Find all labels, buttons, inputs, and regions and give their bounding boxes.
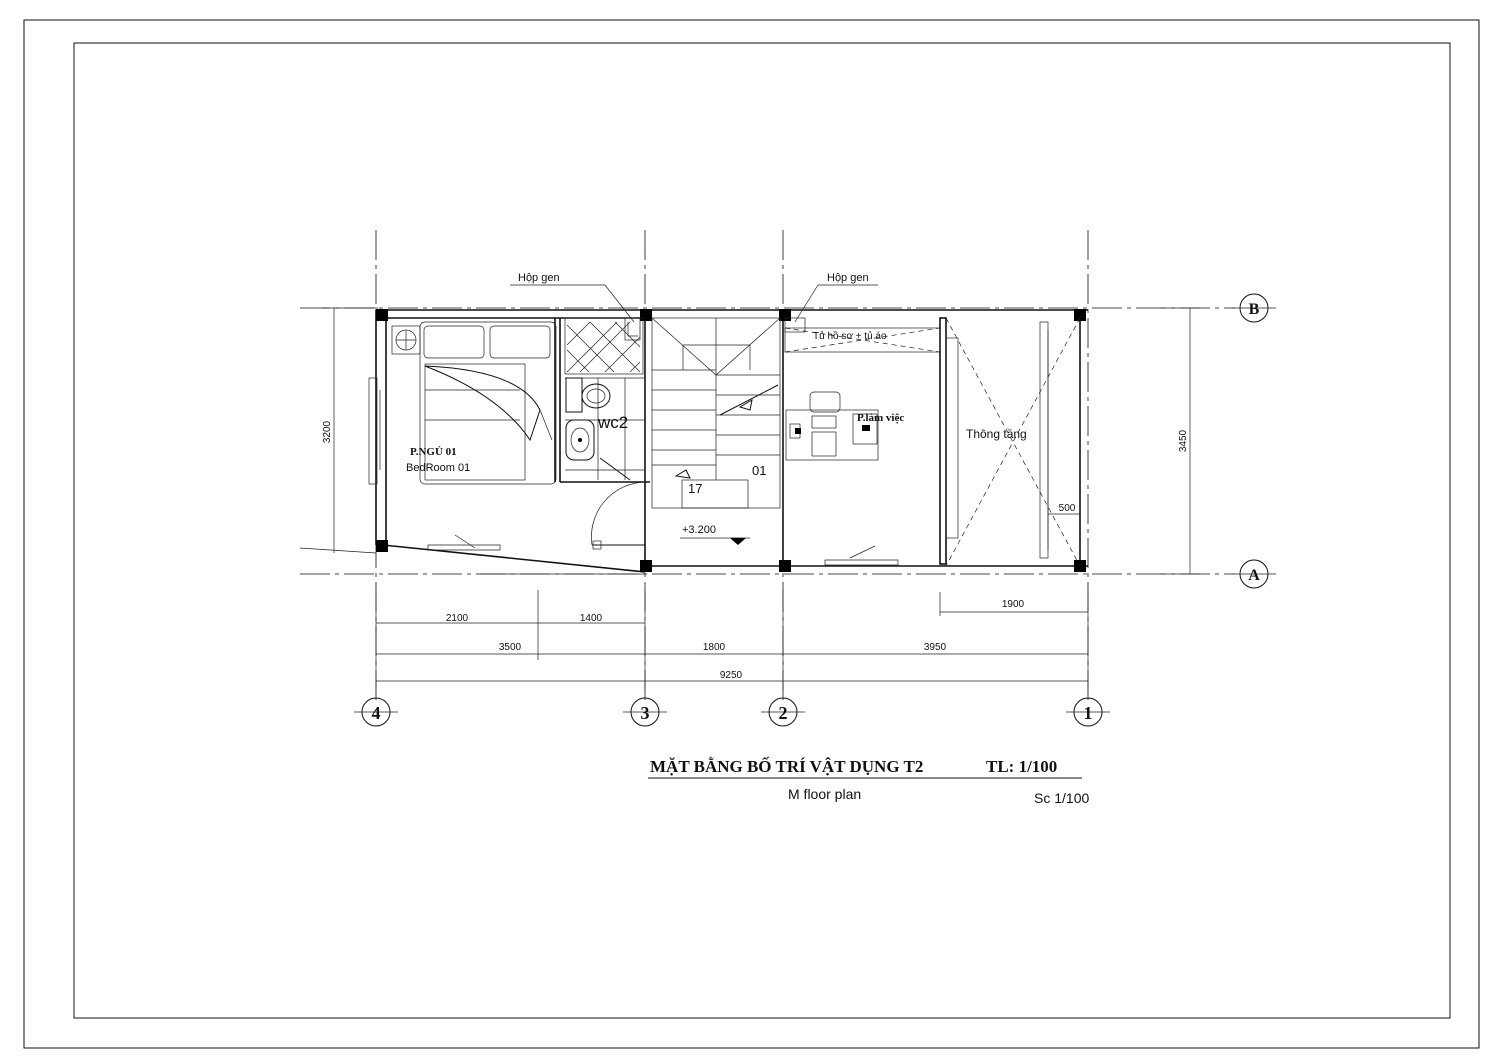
title-scale-en: Sc 1/100: [1034, 790, 1089, 806]
dimension-lines: [322, 307, 1200, 690]
outer-border: [23, 19, 1480, 1049]
stair-step-01: 01: [752, 463, 766, 478]
duct-leaders: [510, 284, 878, 323]
staircase: [651, 317, 781, 545]
dim-2100: 2100: [446, 613, 469, 624]
dim-9250: 9250: [720, 670, 743, 681]
grid-label-a: A: [1248, 567, 1260, 584]
walls: [299, 309, 1088, 575]
grid-label-3: 3: [641, 703, 650, 723]
dim-3950: 3950: [924, 642, 947, 653]
dim-1400: 1400: [580, 613, 603, 624]
wc-label: wc2: [597, 413, 628, 432]
drawing-frame: [73, 42, 1451, 1019]
void-label: Thông tầng: [966, 427, 1027, 441]
dim-3500: 3500: [499, 642, 522, 653]
void-marks: [945, 317, 1081, 567]
title-main: MẶT BẰNG BỐ TRÍ VẬT DỤNG T2: [650, 756, 923, 776]
office-furniture: [784, 317, 941, 566]
bedroom-label-vi: P.NGỦ 01: [410, 446, 457, 458]
dim-1900: 1900: [1002, 599, 1025, 610]
cabinet-label: Tủ hồ sơ + tủ áo: [813, 330, 887, 342]
office-label: P.làm việc: [857, 412, 904, 424]
dim-500: 500: [1059, 503, 1076, 514]
title-scale: TL: 1/100: [986, 757, 1057, 776]
grid-label-4: 4: [372, 703, 381, 723]
level-label: +3.200: [682, 524, 716, 536]
grid-label-b: B: [1249, 301, 1260, 318]
stair-step-17: 17: [688, 481, 702, 496]
dim-1800: 1800: [703, 642, 726, 653]
title-en: M floor plan: [788, 786, 861, 802]
grid-label-2: 2: [779, 703, 788, 723]
dim-3200: 3200: [322, 420, 333, 443]
bedroom-furniture: [391, 321, 557, 551]
duct-label-right: Hộp gen: [827, 272, 869, 284]
grid-label-1: 1: [1084, 703, 1093, 723]
wc-fixtures: [564, 317, 646, 550]
duct-label-left: Hộp gen: [518, 272, 560, 284]
bedroom-label-en: BedRoom 01: [406, 462, 470, 474]
grid-bubbles: [354, 293, 1276, 727]
dim-3450: 3450: [1178, 429, 1189, 452]
